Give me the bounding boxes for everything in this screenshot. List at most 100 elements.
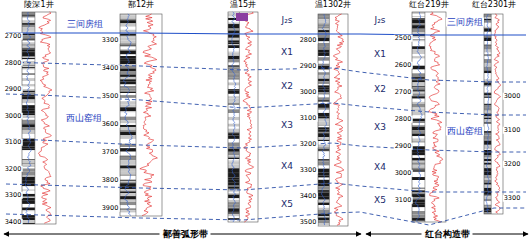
log-curve [243,12,254,222]
lithology-bed [22,148,35,150]
lithology-bed [484,45,491,46]
lithology-bed [484,56,491,59]
lithology-bed [120,84,136,85]
well-name: 温1302井 [314,1,352,9]
depth-label: 3700 [101,149,120,156]
lithology-bed [228,168,239,172]
lithology-bed [318,35,329,38]
lithology-bed [412,199,425,202]
well-log [412,12,446,222]
lithology-bed [484,201,491,205]
lithology-bed [484,105,491,108]
lithology-bed [412,62,425,66]
correlation-line [6,33,526,35]
lithology-bed [22,109,35,111]
lithology-bed [412,56,425,58]
lithology-bed [318,200,329,203]
depth-label: 2800 [299,37,318,44]
well-name: 鄯12井 [127,1,155,9]
correlation-line [6,62,526,82]
depth-label: 2900 [299,63,318,70]
lithology-bed [318,216,329,217]
lithology-bed [228,29,239,30]
log-curve [38,12,52,223]
well-log [120,14,162,216]
lithology-bed [318,127,329,129]
lithology-bed [120,91,136,92]
lithology-bed [228,157,239,158]
depth-label: 3100 [503,127,522,134]
depth-label: 3300 [503,195,522,202]
layer-label: X5 [373,196,387,205]
lithology-bed [318,121,329,124]
lithology-bed [120,117,136,121]
lithology-bed [22,191,35,194]
lithology-bed [412,49,425,52]
log-curve [25,12,31,223]
lithology-bed [120,77,136,79]
lithology-bed [318,193,329,197]
lithology-bed [412,39,425,40]
lithology-bed [22,163,35,164]
layer-label: X3 [373,123,387,132]
lithology-bed [22,27,35,30]
log-curve [232,12,236,222]
layer-label: X1 [280,48,294,57]
lithology-bed [412,169,425,170]
lithology-bed [228,174,239,178]
lithology-bed [318,126,329,127]
lithology-bed [228,31,239,34]
lithology-bed [318,176,329,178]
depth-label: 3000 [503,93,522,100]
depth-label: 3100 [394,197,413,204]
depth-label: 3100 [299,115,318,122]
layer-label: X4 [280,162,294,171]
lithology-bed [120,132,136,135]
lithology-bed [120,101,136,104]
lithology-bed [228,73,239,75]
core-marker [236,13,248,21]
track-frame [22,12,56,224]
lithology-bed [22,30,35,31]
lithology-bed [22,177,35,180]
lithology-bed [228,96,239,98]
track-frame [120,14,162,216]
lithology-bed [120,54,136,56]
lithology-bed [120,82,136,85]
depth-label: 3300 [4,192,23,199]
lithology-bed [412,188,425,190]
lithology-bed [120,127,136,130]
well-name: 红台219井 [408,1,449,9]
lithology-bed [412,218,425,221]
lithology-bed [120,112,136,115]
depth-label: 3200 [4,165,23,172]
lithology-bed [484,98,491,101]
lithology-bed [120,172,136,175]
depth-label: 3500 [101,93,120,100]
log-curve [333,14,344,225]
depth-label: 2600 [394,62,413,69]
lithology-bed [484,17,491,19]
lithology-bed [120,160,136,164]
lithology-bed [318,95,329,98]
lithology-bed [412,122,425,124]
correlation-lines [6,33,526,225]
track-frame [412,12,446,222]
lithology-bed [120,174,136,175]
lithology-bed [412,99,425,102]
lithology-bed [120,140,136,144]
lithology-bed [22,58,35,59]
lithology-bed [412,119,425,122]
lithology-bed [120,23,136,26]
lithology-bed [484,97,491,98]
lithology-bed [120,157,136,161]
lithology-bed [318,52,329,56]
lithology-bed [228,149,239,152]
lithology-bed [318,125,329,126]
lithology-bed [484,122,491,123]
lithology-bed [228,42,239,44]
depth-label: 2800 [394,116,413,123]
lithology-bed [228,99,239,102]
formation-name: 西山窑组 [65,114,103,123]
